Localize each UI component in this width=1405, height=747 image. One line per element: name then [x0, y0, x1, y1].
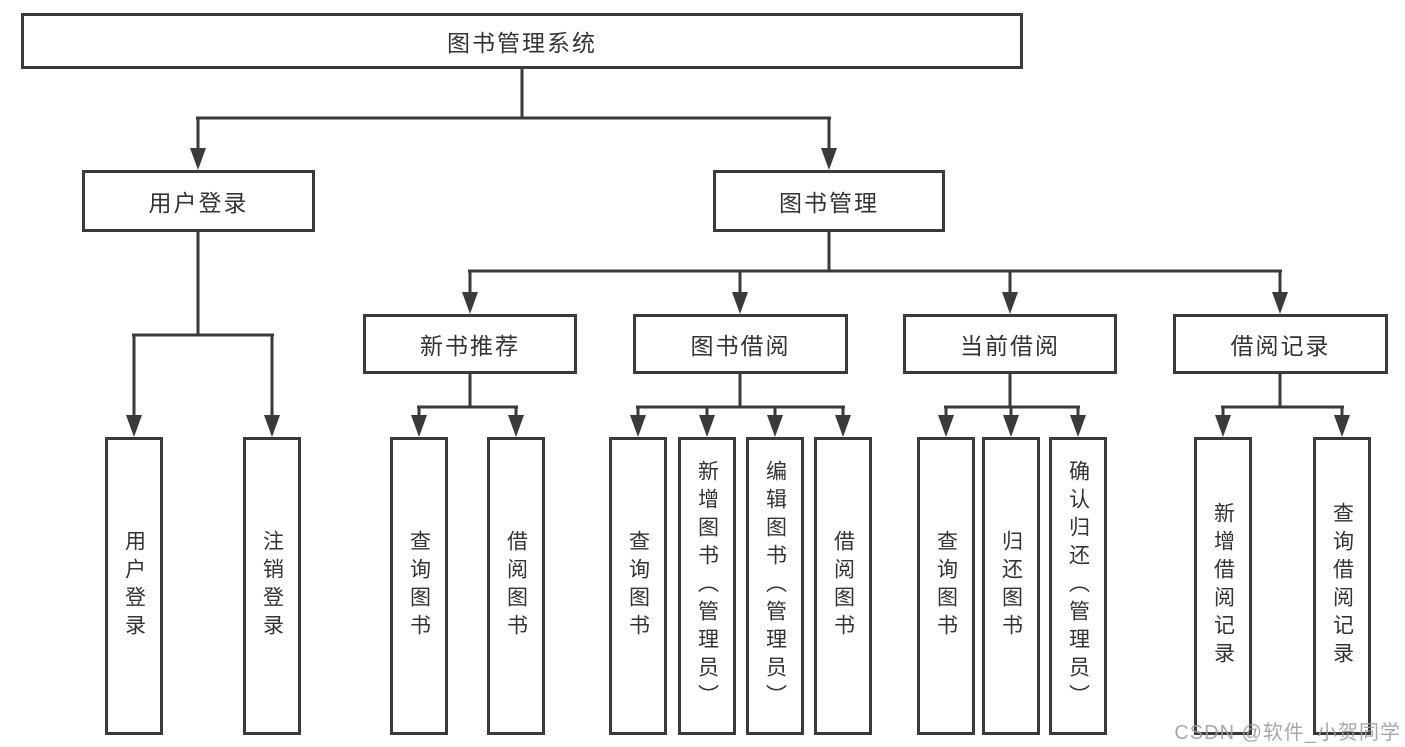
node-new-book-recommend: 新书推荐 — [363, 314, 577, 374]
node-leaf-cb-confirm-return-admin: 确认归还（管理员） — [1049, 437, 1107, 735]
connector-new-book-rec-children — [411, 374, 524, 437]
node-leaf-br-add-record: 新增借阅记录 — [1194, 437, 1252, 735]
csdn-watermark: CSDN @软件_小贺同学 — [1174, 722, 1401, 744]
node-current-borrow: 当前借阅 — [903, 314, 1117, 374]
node-leaf-bb-query-book: 查询图书 — [609, 437, 667, 735]
connector-book-mgmt-children — [462, 232, 1288, 314]
connector-borrow-record-children — [1215, 374, 1350, 437]
connector-current-borrow-children — [938, 374, 1086, 437]
node-leaf-rec-query-book: 查询图书 — [390, 437, 448, 735]
connector-book-borrow-children — [630, 374, 851, 437]
node-book-management: 图书管理 — [713, 170, 945, 232]
node-leaf-bb-borrow-book: 借阅图书 — [814, 437, 872, 735]
connector-root-to-level2 — [190, 69, 837, 170]
node-leaf-rec-borrow-book: 借阅图书 — [487, 437, 545, 735]
node-user-login: 用户登录 — [82, 170, 315, 232]
node-leaf-logout: 注销登录 — [243, 437, 301, 735]
node-leaf-bb-edit-book-admin: 编辑图书（管理员） — [746, 437, 804, 735]
node-leaf-cb-query-book: 查询图书 — [917, 437, 975, 735]
node-borrow-record: 借阅记录 — [1173, 314, 1388, 374]
node-leaf-cb-return-book: 归还图书 — [982, 437, 1040, 735]
node-root-system: 图书管理系统 — [21, 13, 1023, 69]
connector-user-login-children — [126, 232, 280, 437]
node-leaf-bb-add-book-admin: 新增图书（管理员） — [678, 437, 736, 735]
node-leaf-user-login: 用户登录 — [105, 437, 163, 735]
node-book-borrow: 图书借阅 — [633, 314, 848, 374]
node-leaf-br-query-record: 查询借阅记录 — [1313, 437, 1371, 735]
